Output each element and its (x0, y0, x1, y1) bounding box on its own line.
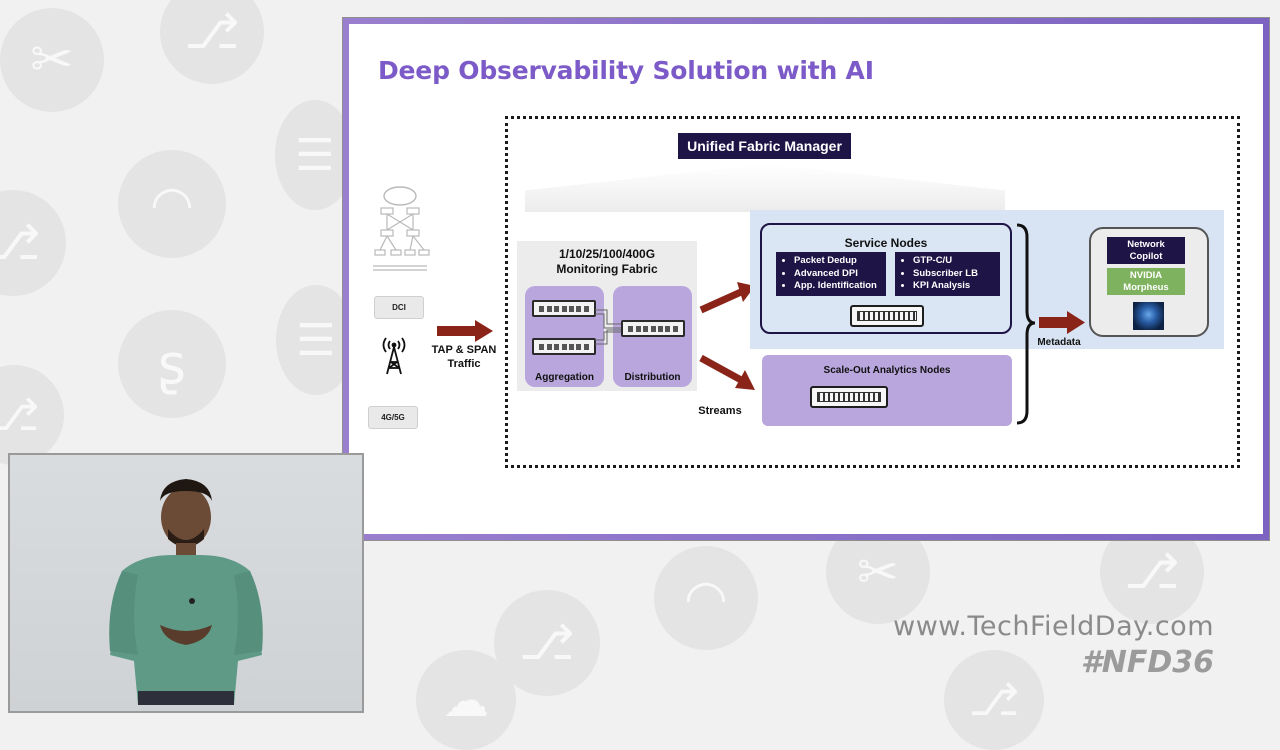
network-icon: ⎇ (0, 365, 64, 465)
unified-fabric-manager: Unified Fabric Manager (678, 133, 851, 159)
bracket-and-metadata-arrow (1016, 223, 1085, 425)
solution-boundary (505, 116, 1240, 468)
wifi-icon: ◠ (118, 150, 226, 258)
analytics-nodes: Scale-Out Analytics Nodes (762, 355, 1012, 426)
service-features-left: Packet Dedup Advanced DPI App. Identific… (776, 252, 886, 296)
aggregation-label: Aggregation (535, 372, 594, 383)
feature-item: KPI Analysis (913, 280, 994, 293)
aggregation-switch (532, 338, 596, 355)
feature-item: Advanced DPI (794, 268, 880, 281)
monitoring-fabric-title: 1/10/25/100/400G Monitoring Fabric (556, 247, 658, 276)
network-icon: ⎇ (0, 190, 66, 296)
analytics-nodes-title: Scale-Out Analytics Nodes (823, 365, 951, 376)
feature-item: App. Identification (794, 280, 880, 293)
network-icon: ⎇ (494, 590, 600, 696)
ai-brain-icon (1133, 302, 1164, 330)
datacenter-topology-icon (373, 186, 430, 271)
mobile-4g5g-badge: 4G/5G (368, 406, 418, 429)
dci-badge: DCI (374, 296, 424, 319)
feature-item: Packet Dedup (794, 255, 880, 268)
server-icon: ☰ (275, 100, 355, 210)
ai-stack: Network Copilot NVIDIA Morpheus (1089, 227, 1209, 337)
distribution-group: Distribution (613, 286, 692, 387)
wifi-icon: ◠ (654, 546, 758, 650)
slide-title: Deep Observability Solution with AI (378, 56, 874, 85)
analytics-server-icon (810, 386, 888, 408)
distribution-label: Distribution (624, 372, 681, 383)
cloud-icon: ☁ (416, 650, 516, 750)
watermark-hashtag: #NFD36 (1080, 645, 1214, 680)
share-icon: ⎇ (160, 0, 264, 84)
network-copilot: Network Copilot (1107, 237, 1185, 264)
fabric-links (595, 309, 621, 345)
feature-item: GTP-C/U (913, 255, 994, 268)
link-icon: ʂ (118, 310, 226, 418)
watermark-url: www.TechFieldDay.com (893, 611, 1214, 642)
presenter-figure (109, 479, 263, 705)
tap-arrow (437, 320, 493, 342)
stream-arrows (699, 282, 755, 390)
streams-label: Streams (698, 405, 742, 417)
feature-item: Subscriber LB (913, 268, 994, 281)
cell-tower-icon (382, 337, 406, 375)
distribution-switch (621, 320, 685, 337)
metadata-label: Metadata (1037, 337, 1081, 348)
tap-span-label: TAP & SPAN Traffic (431, 344, 497, 370)
service-features-right: GTP-C/U Subscriber LB KPI Analysis (895, 252, 1000, 296)
service-nodes: Service Nodes Packet Dedup Advanced DPI … (760, 223, 1012, 334)
service-server-icon (850, 305, 924, 327)
slide-frame: Deep Observability Solution with AI Unif… (342, 17, 1270, 541)
wrench-icon: ✂ (0, 8, 104, 112)
nvidia-morpheus: NVIDIA Morpheus (1107, 268, 1185, 295)
service-nodes-title: Service Nodes (844, 236, 928, 250)
presenter-video (8, 453, 364, 713)
aggregation-switch (532, 300, 596, 317)
aggregation-group: Aggregation (525, 286, 604, 387)
slide: Deep Observability Solution with AI Unif… (349, 24, 1263, 534)
network-icon: ⎇ (944, 650, 1044, 750)
